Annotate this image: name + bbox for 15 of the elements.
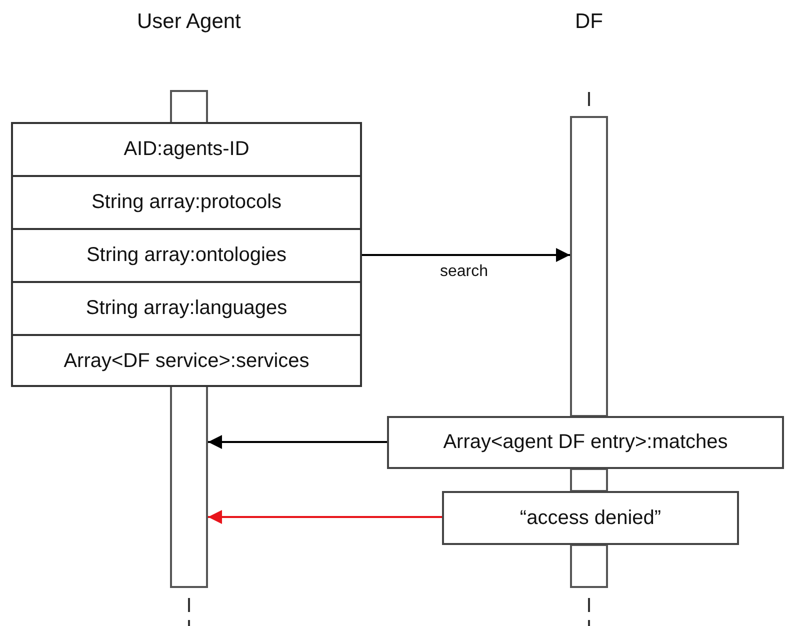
activation-bar	[570, 116, 608, 417]
attribute-field: String array:protocols	[13, 175, 360, 228]
arrow	[362, 248, 570, 262]
message-box: “access denied”	[442, 491, 739, 545]
arrow	[208, 510, 442, 524]
activation-bar	[170, 385, 208, 588]
message-box: Array<agent DF entry>:matches	[387, 416, 784, 469]
lifeline-title: DF	[575, 10, 603, 34]
attribute-field: Array<DF service>:services	[13, 334, 360, 387]
attribute-table	[11, 122, 362, 387]
lifeline-title: User Agent	[137, 10, 241, 34]
arrow	[208, 435, 387, 449]
attribute-field: String array:ontologies	[13, 228, 360, 281]
attribute-field: AID:agents-ID	[13, 122, 360, 175]
attribute-field: String array:languages	[13, 281, 360, 334]
